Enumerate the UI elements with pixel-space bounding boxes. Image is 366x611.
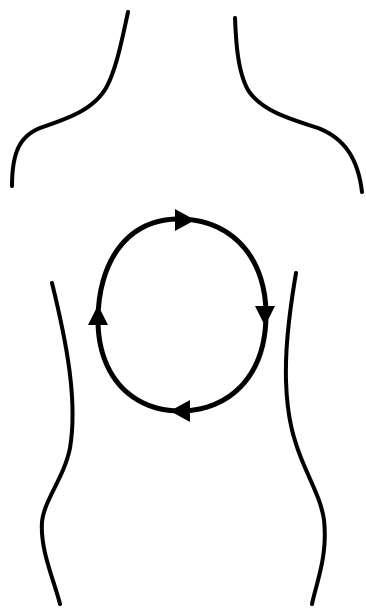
right-neck-shoulder-outline [235,18,362,192]
circular-motion-path [98,219,266,411]
left-torso-side-outline [42,283,73,604]
arrow-top-icon [175,209,195,231]
arrow-right-icon [255,306,275,326]
arrow-bottom-icon [170,400,190,422]
arrow-left-icon [88,305,108,325]
right-torso-side-outline [286,273,325,604]
left-neck-shoulder-outline [12,12,128,186]
